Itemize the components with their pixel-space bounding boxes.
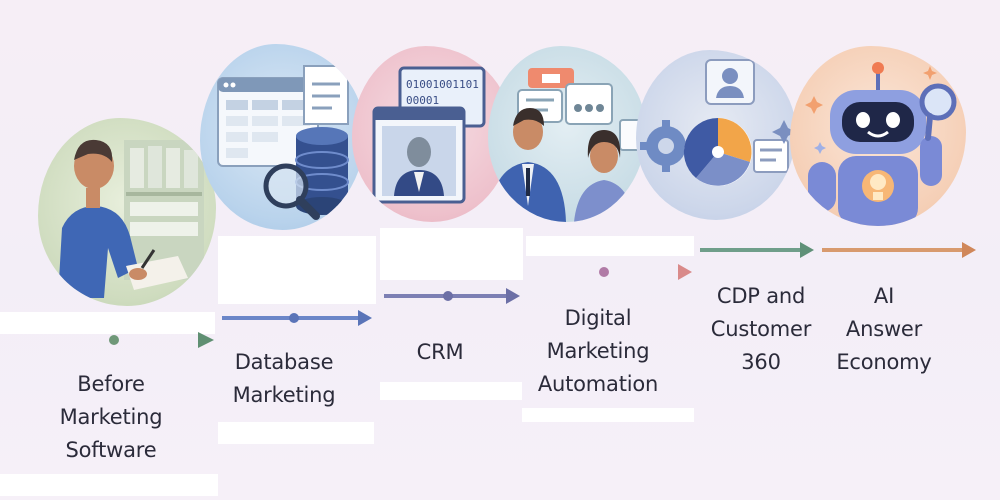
label-before: Before Marketing Software [26,368,196,467]
label-automation: Digital Marketing Automation [520,302,676,401]
label-ai-line-2: Answer [845,317,923,341]
stage-ai-illustration [790,46,966,226]
label-database-line-2: Marketing [232,383,336,407]
label-before-line-1: Before [77,372,145,396]
stage-crm-illustration: 01001001101 00001 [352,46,512,222]
label-band-database-bottom [218,422,374,444]
label-ai: AI Answer Economy [822,280,946,379]
label-cdp-line-3: 360 [741,350,781,374]
label-band-database [218,236,376,304]
label-before-line-2: Marketing [59,405,163,429]
label-cdp-line-2: Customer [710,317,812,341]
person-writing-icon [58,139,188,298]
label-cdp-line-1: CDP and [716,284,806,308]
label-automation-line-1: Digital [564,306,632,330]
arrow-ai [822,242,976,258]
stage-before-illustration [38,118,216,306]
label-database: Database Marketing [206,346,362,412]
label-automation-line-3: Automation [537,372,659,396]
magnifier-icon [263,163,320,220]
notes-icon [753,139,789,173]
label-crm-line-1: CRM [416,340,464,364]
label-band-automation [526,236,694,256]
label-band-before-bottom [0,474,218,496]
sparkle-icons [805,66,937,154]
label-automation-line-2: Marketing [546,339,650,363]
magnifier-icon [919,83,957,141]
label-band-crm-bottom [380,382,522,400]
label-ai-line-3: Economy [836,350,932,374]
arrow-automation [528,264,692,280]
document-icon [303,65,349,125]
label-crm: CRM [386,336,494,369]
label-cdp: CDP and Customer 360 [688,280,834,379]
arrow-cdp [700,242,814,258]
stage-database-illustration [200,44,365,230]
arrow-before [0,332,214,348]
gear-icon [640,120,692,172]
label-ai-line-1: AI [873,284,895,308]
pie-chart-icon [683,117,752,186]
sparkle-icon [772,120,796,144]
stage-cdp-illustration [636,50,796,220]
spreadsheet-window [217,77,319,167]
arrow-crm [384,288,520,304]
crm-binary-line-1: 01001001101 [406,78,479,91]
stage-automation-illustration [488,46,646,222]
arrow-database [222,310,372,326]
user-card-icon [705,59,755,105]
lightbulb-icon [862,170,894,202]
crm-binary-line-2: 00001 [406,94,439,107]
filing-shelves [124,140,204,280]
label-database-line-1: Database [234,350,334,374]
label-before-line-3: Software [65,438,157,462]
people-icon [488,108,634,222]
label-band-before [0,312,215,334]
video-call-icon [372,106,466,204]
label-band-crm [380,228,523,280]
label-band-automation-bottom [522,408,694,422]
